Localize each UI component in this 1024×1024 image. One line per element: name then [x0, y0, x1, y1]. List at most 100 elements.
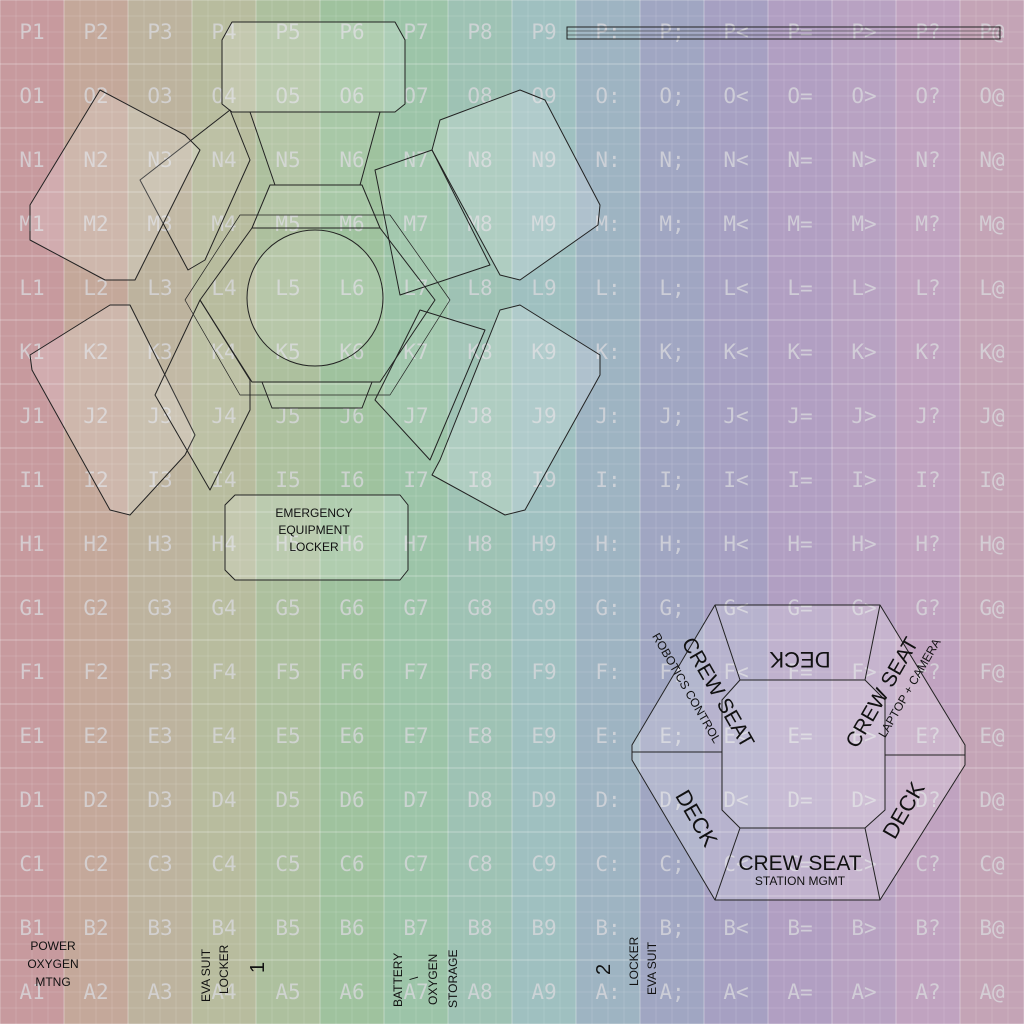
- cell-label: A<: [723, 980, 748, 1004]
- cell-label: K<: [723, 340, 748, 364]
- cell-label: G>: [851, 596, 876, 620]
- crew-seat-bottom-sub: STATION MGMT: [755, 874, 846, 888]
- cell-label: I2: [83, 468, 108, 492]
- cell-label: C:: [595, 852, 620, 876]
- cell-label: K?: [915, 340, 940, 364]
- cell-label: F5: [275, 660, 300, 684]
- cell-label: L=: [787, 276, 812, 300]
- cell-label: D:: [595, 788, 620, 812]
- eva-locker-1-line-2: LOCKER: [217, 944, 231, 994]
- cell-label: O6: [339, 84, 364, 108]
- cell-label: H4: [211, 532, 236, 556]
- cell-label: J4: [211, 404, 236, 428]
- cell-label: I:: [595, 468, 620, 492]
- number-1: 1: [247, 962, 269, 973]
- cell-label: G5: [275, 596, 300, 620]
- cell-label: H?: [915, 532, 940, 556]
- cell-label: L3: [147, 276, 172, 300]
- locker-line-2: EQUIPMENT: [278, 523, 350, 537]
- cell-label: P<: [723, 20, 748, 44]
- cell-label: J3: [147, 404, 172, 428]
- cell-label: P4: [211, 20, 236, 44]
- cell-label: H6: [339, 532, 364, 556]
- cell-label: N2: [83, 148, 108, 172]
- cell-label: L9: [531, 276, 556, 300]
- cell-label: L>: [851, 276, 876, 300]
- cell-label: J2: [83, 404, 108, 428]
- cell-label: L4: [211, 276, 236, 300]
- color-band-5: [320, 0, 385, 1024]
- cell-label: E?: [915, 724, 940, 748]
- cell-label: G1: [19, 596, 44, 620]
- cell-label: N>: [851, 148, 876, 172]
- cell-label: F?: [915, 660, 940, 684]
- cell-label: E9: [531, 724, 556, 748]
- cell-label: M?: [915, 212, 940, 236]
- cell-label: M<: [723, 212, 748, 236]
- cell-label: C6: [339, 852, 364, 876]
- cell-label: L8: [467, 276, 492, 300]
- cell-label: K=: [787, 340, 812, 364]
- cell-label: I6: [339, 468, 364, 492]
- cell-label: N3: [147, 148, 172, 172]
- cell-label: M7: [403, 212, 428, 236]
- cell-label: A>: [851, 980, 876, 1004]
- cell-label: H1: [19, 532, 44, 556]
- cell-label: O5: [275, 84, 300, 108]
- color-band-0: [0, 0, 65, 1024]
- cell-label: G?: [915, 596, 940, 620]
- cell-label: F7: [403, 660, 428, 684]
- cell-label: H=: [787, 532, 812, 556]
- cell-label: E6: [339, 724, 364, 748]
- locker-line-1: EMERGENCY: [275, 506, 352, 520]
- cell-label: O>: [851, 84, 876, 108]
- cell-label: A6: [339, 980, 364, 1004]
- cell-label: B4: [211, 916, 236, 940]
- battery-line-4: STORAGE: [446, 950, 460, 1008]
- cell-label: D=: [787, 788, 812, 812]
- battery-line-3: OXYGEN: [426, 954, 440, 1005]
- cell-label: F8: [467, 660, 492, 684]
- cell-label: J?: [915, 404, 940, 428]
- cell-label: K@: [979, 340, 1005, 364]
- cell-label: C1: [19, 852, 44, 876]
- cell-label: F9: [531, 660, 556, 684]
- cell-label: J<: [723, 404, 748, 428]
- cell-label: K;: [659, 340, 684, 364]
- cell-label: F2: [83, 660, 108, 684]
- cell-label: I?: [915, 468, 940, 492]
- cell-label: H:: [595, 532, 620, 556]
- cell-label: P=: [787, 20, 812, 44]
- cell-label: A1: [19, 980, 44, 1004]
- cell-label: H@: [979, 532, 1005, 556]
- cell-label: N@: [979, 148, 1005, 172]
- cell-label: J>: [851, 404, 876, 428]
- cell-label: B6: [339, 916, 364, 940]
- cell-label: N=: [787, 148, 812, 172]
- color-band-13: [832, 0, 897, 1024]
- cell-label: P?: [915, 20, 940, 44]
- color-band-7: [448, 0, 513, 1024]
- cell-label: P2: [83, 20, 108, 44]
- cell-label: L?: [915, 276, 940, 300]
- cell-label: L@: [979, 276, 1005, 300]
- cell-label: P9: [531, 20, 556, 44]
- cell-label: B5: [275, 916, 300, 940]
- cell-label: O4: [211, 84, 236, 108]
- cell-label: J1: [19, 404, 44, 428]
- cell-label: E@: [979, 724, 1005, 748]
- cell-label: G<: [723, 596, 748, 620]
- cell-label: M>: [851, 212, 876, 236]
- cell-label: A5: [275, 980, 300, 1004]
- cell-label: J;: [659, 404, 684, 428]
- cell-label: H9: [531, 532, 556, 556]
- cell-label: G3: [147, 596, 172, 620]
- cell-label: B7: [403, 916, 428, 940]
- cell-label: B2: [83, 916, 108, 940]
- cell-label: F3: [147, 660, 172, 684]
- cell-label: D4: [211, 788, 236, 812]
- cell-label: O:: [595, 84, 620, 108]
- cell-label: G:: [595, 596, 620, 620]
- cell-label: N5: [275, 148, 300, 172]
- cell-label: P:: [595, 20, 620, 44]
